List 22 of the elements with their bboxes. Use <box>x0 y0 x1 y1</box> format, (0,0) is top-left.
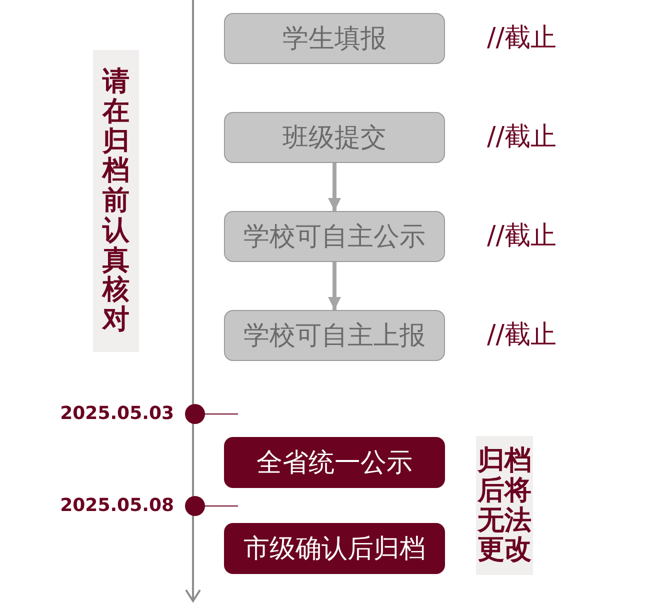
box-label: 市级确认后归档 <box>244 533 426 566</box>
box-label: 学校可自主上报 <box>244 320 426 353</box>
arrow <box>328 262 341 310</box>
box-label: 全省统一公示 <box>256 447 412 480</box>
vertical-note: 归档后将无法更改 <box>478 446 532 565</box>
date-label: 2025.05.03 <box>60 403 174 425</box>
arrow <box>328 163 341 211</box>
milestone-box <box>224 437 445 488</box>
process-box <box>224 310 445 361</box>
deadline-note: //截止 <box>487 320 557 351</box>
deadline-note: //截止 <box>487 22 557 54</box>
vertical-note: 请在归档前认真核对 <box>102 67 130 335</box>
milestone-box <box>224 523 445 574</box>
deadline-note: //截止 <box>487 220 557 252</box>
box-label: 学生填报 <box>282 23 386 56</box>
box-label: 学校可自主公示 <box>244 221 426 254</box>
process-box <box>224 211 445 262</box>
process-box <box>224 112 445 163</box>
process-box <box>224 13 445 64</box>
deadline-note: //截止 <box>487 122 557 153</box>
date-label: 2025.05.08 <box>60 495 174 517</box>
box-label: 班级提交 <box>282 122 386 155</box>
